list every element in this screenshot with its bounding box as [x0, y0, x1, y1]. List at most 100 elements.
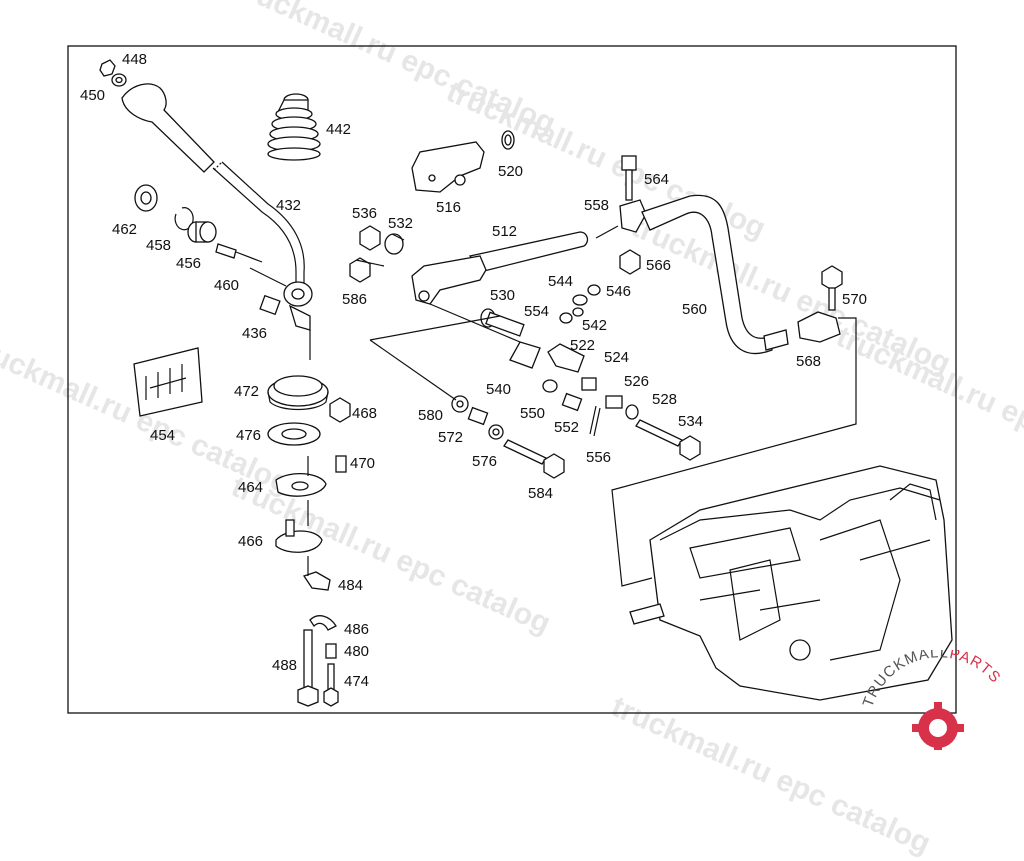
part-560-shift-rod[interactable]	[641, 194, 789, 355]
part-586-nut[interactable]	[349, 257, 371, 283]
label-564[interactable]: 564	[644, 171, 669, 188]
label-584[interactable]: 584	[528, 485, 553, 502]
label-484[interactable]: 484	[338, 577, 363, 594]
part-576-washer[interactable]	[488, 424, 504, 440]
part-544-washer[interactable]	[572, 294, 588, 306]
part-546-washer[interactable]	[587, 284, 601, 296]
label-524[interactable]: 524	[604, 349, 629, 366]
part-564-bolt[interactable]	[621, 155, 637, 201]
part-534-bolt[interactable]	[635, 419, 701, 461]
label-570[interactable]: 570	[842, 291, 867, 308]
part-536-nut[interactable]	[359, 225, 381, 251]
part-466-base-plate[interactable]	[275, 519, 323, 553]
part-558-clamp[interactable]	[619, 199, 647, 233]
label-448[interactable]: 448	[122, 51, 147, 68]
label-450[interactable]: 450	[80, 87, 105, 104]
label-480[interactable]: 480	[344, 643, 369, 660]
label-572[interactable]: 572	[438, 429, 463, 446]
label-464[interactable]: 464	[238, 479, 263, 496]
part-432-shift-lever[interactable]	[121, 83, 313, 331]
label-468[interactable]: 468	[352, 405, 377, 422]
part-450-nut[interactable]	[99, 59, 116, 77]
part-572-bushing[interactable]	[467, 406, 489, 426]
label-540[interactable]: 540	[486, 381, 511, 398]
label-520[interactable]: 520	[498, 163, 523, 180]
part-556-cotter-pin[interactable]	[589, 405, 601, 437]
part-484-clip[interactable]	[302, 571, 331, 591]
part-550-washer[interactable]	[542, 379, 558, 393]
label-558[interactable]: 558	[584, 197, 609, 214]
label-470[interactable]: 470	[350, 455, 375, 472]
label-528[interactable]: 528	[652, 391, 677, 408]
part-540-bracket[interactable]	[509, 341, 541, 369]
part-468-nut[interactable]	[329, 397, 351, 423]
label-488[interactable]: 488	[272, 657, 297, 674]
part-462-bushing[interactable]	[134, 184, 158, 212]
label-544[interactable]: 544	[548, 273, 573, 290]
label-516[interactable]: 516	[436, 199, 461, 216]
label-580[interactable]: 580	[418, 407, 443, 424]
part-524-bushing[interactable]	[581, 377, 597, 391]
part-526-bushing[interactable]	[605, 395, 623, 409]
label-586[interactable]: 586	[342, 291, 367, 308]
part-476-gasket[interactable]	[267, 422, 321, 446]
label-442[interactable]: 442	[326, 121, 351, 138]
label-458[interactable]: 458	[146, 237, 171, 254]
label-474[interactable]: 474	[344, 673, 369, 690]
part-456-bushing[interactable]	[187, 221, 217, 243]
part-522-clamp[interactable]	[547, 343, 585, 373]
part-480-bushing[interactable]	[325, 643, 337, 659]
label-576[interactable]: 576	[472, 453, 497, 470]
part-568-clamp[interactable]	[797, 311, 841, 343]
label-556[interactable]: 556	[586, 449, 611, 466]
label-432[interactable]: 432	[276, 197, 301, 214]
label-460[interactable]: 460	[214, 277, 239, 294]
part-516-bracket[interactable]	[411, 141, 485, 193]
part-470-stud[interactable]	[335, 455, 347, 473]
label-568[interactable]: 568	[796, 353, 821, 370]
label-526[interactable]: 526	[624, 373, 649, 390]
part-528-washer[interactable]	[625, 404, 639, 420]
part-448-washer[interactable]	[111, 73, 127, 87]
label-554[interactable]: 554	[524, 303, 549, 320]
part-464-plate[interactable]	[275, 473, 327, 497]
label-536[interactable]: 536	[352, 205, 377, 222]
part-486-bracket[interactable]	[309, 615, 337, 631]
label-454[interactable]: 454	[150, 427, 175, 444]
label-552[interactable]: 552	[554, 419, 579, 436]
label-550[interactable]: 550	[520, 405, 545, 422]
label-532[interactable]: 532	[388, 215, 413, 232]
label-476[interactable]: 476	[236, 427, 261, 444]
label-436[interactable]: 436	[242, 325, 267, 342]
label-546[interactable]: 546	[606, 283, 631, 300]
part-472-dust-seal[interactable]	[267, 375, 329, 411]
label-466[interactable]: 466	[238, 533, 263, 550]
part-454-shift-pattern-plate[interactable]	[133, 347, 203, 417]
label-522[interactable]: 522	[570, 337, 595, 354]
label-472[interactable]: 472	[234, 383, 259, 400]
part-532-bushing[interactable]	[384, 233, 405, 255]
part-566-nut[interactable]	[619, 249, 641, 275]
part-542-washer[interactable]	[572, 307, 584, 317]
label-560[interactable]: 560	[682, 301, 707, 318]
label-530[interactable]: 530	[490, 287, 515, 304]
label-566[interactable]: 566	[646, 257, 671, 274]
part-570-bolt[interactable]	[821, 265, 843, 311]
label-534[interactable]: 534	[678, 413, 703, 430]
part-530-bushing[interactable]	[480, 308, 525, 337]
label-486[interactable]: 486	[344, 621, 369, 638]
label-456[interactable]: 456	[176, 255, 201, 272]
part-488-bolt[interactable]	[297, 629, 319, 707]
part-520-ring[interactable]	[501, 130, 515, 150]
part-512-shift-rod[interactable]	[411, 231, 589, 305]
part-442-rubber-boot[interactable]	[267, 93, 321, 161]
label-462[interactable]: 462	[112, 221, 137, 238]
part-474-screw[interactable]	[323, 663, 339, 707]
label-542[interactable]: 542	[582, 317, 607, 334]
label-512[interactable]: 512	[492, 223, 517, 240]
part-436-sleeve[interactable]	[259, 294, 281, 316]
part-584-bolt[interactable]	[503, 439, 565, 479]
part-554-washer[interactable]	[559, 312, 573, 324]
part-552-bushing[interactable]	[561, 392, 583, 412]
part-460-pin[interactable]	[215, 243, 263, 263]
